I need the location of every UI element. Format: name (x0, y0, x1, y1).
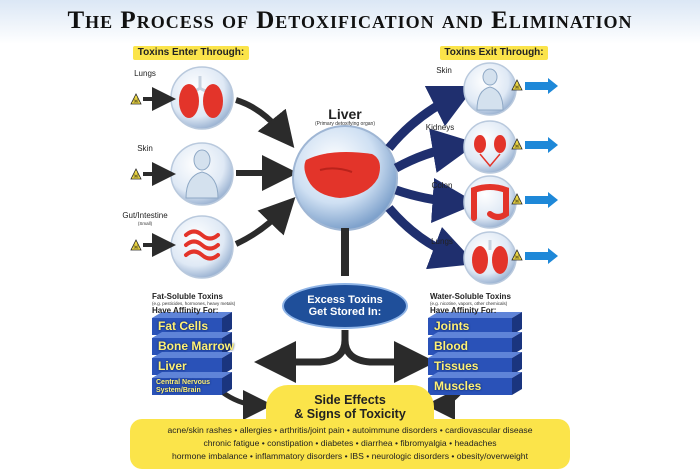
fat-soluble-affinity-heading: Have Affinity For: (152, 306, 219, 315)
body-icon (476, 68, 504, 111)
water-item-joints: Joints (434, 319, 470, 333)
water-soluble-stack (428, 312, 522, 395)
fat-soluble-stack (152, 312, 232, 395)
liver-label: Liver (328, 106, 362, 122)
side-effects-line2: & Signs of Toxicity (294, 407, 406, 421)
svg-text:☠: ☠ (514, 253, 520, 261)
entry-organ-gut-note: (Small) (137, 221, 153, 226)
fat-item-fat-cells: Fat Cells (158, 319, 209, 333)
svg-text:☠: ☠ (514, 197, 520, 205)
exit-organ-kidneys-label: Kidneys (425, 123, 455, 132)
svg-text:☠: ☠ (514, 83, 520, 91)
fat-item-liver: Liver (158, 359, 187, 373)
entry-organ-lungs-label: Lungs (134, 69, 156, 78)
water-item-muscles: Muscles (434, 379, 482, 393)
symptom-line-1: acne/skin rashes • allergies • arthritis… (167, 425, 533, 435)
excess-toxins-line2: Get Stored In: (308, 306, 382, 318)
side-effects-line1: Side Effects (314, 393, 386, 407)
body-icon (185, 149, 219, 199)
entry-organ-skin-label: Skin (137, 144, 153, 153)
hazard-icon: ☠ (130, 168, 142, 180)
exit-colon-orb (463, 175, 517, 229)
symptom-line-3: hormone imbalance • inflammatory disorde… (172, 451, 528, 461)
svg-text:☠: ☠ (133, 97, 139, 105)
liver-orb (292, 125, 398, 231)
hazard-icon: ☠ (130, 93, 142, 105)
entry-gut-orb (170, 215, 234, 279)
excess-toxins-oval: Excess Toxins Get Stored In: (282, 283, 408, 329)
lungs-icon (472, 240, 508, 274)
side-effects-heading: Side Effects & Signs of Toxicity (266, 385, 434, 429)
kidneys-icon (474, 135, 506, 168)
symptom-line-2: chronic fatigue • constipation • diabete… (203, 438, 497, 448)
hazard-icon: ☠ (511, 249, 523, 261)
toxins-enter-label: Toxins Enter Through: (133, 46, 249, 60)
svg-text:☠: ☠ (133, 172, 139, 180)
lungs-icon (179, 76, 223, 118)
intestine-icon (184, 229, 220, 261)
water-item-blood: Blood (434, 339, 468, 353)
liver-note: (Primary detoxifying organ) (314, 121, 376, 127)
excess-toxins-line1: Excess Toxins (307, 294, 383, 306)
fat-item-cns-line1: Central Nervous (156, 379, 211, 386)
page-title: The Process of Detoxification and Elimin… (0, 0, 700, 44)
entry-lungs-orb (170, 66, 234, 130)
exit-kidneys-orb (463, 120, 517, 174)
hazard-icon: ☠ (511, 138, 523, 150)
water-soluble-heading: Water-Soluble Toxins (430, 292, 511, 301)
exit-organ-colon-label: Colon (431, 181, 453, 190)
water-soluble-affinity-heading: Have Affinity For: (430, 306, 497, 315)
liver-icon (304, 152, 380, 198)
water-soluble-note: (e.g. nicotine, vapors, other chemicals) (430, 301, 508, 306)
fat-item-bone-marrow: Bone Marrow (158, 339, 235, 353)
svg-text:☠: ☠ (133, 243, 139, 251)
fat-soluble-heading: Fat-Soluble Toxins (152, 292, 223, 301)
fat-item-central-nervous: Central Nervous System/Brain (156, 379, 210, 395)
exit-skin-orb (463, 62, 517, 116)
fat-soluble-note: (e.g. pesticides, hormones, heavy metals… (152, 301, 236, 306)
exit-lungs-orb (463, 231, 517, 285)
water-item-tissues: Tissues (434, 359, 479, 373)
entry-organ-gut-label: Gut/Intestine (122, 211, 168, 220)
exit-organ-skin-label: Skin (436, 66, 452, 75)
toxins-exit-label: Toxins Exit Through: (440, 46, 548, 60)
hazard-icon: ☠ (130, 239, 142, 251)
colon-icon (471, 184, 509, 221)
entry-skin-orb (170, 142, 234, 206)
fat-item-cns-line2: System/Brain (156, 387, 201, 394)
svg-text:☠: ☠ (514, 142, 520, 150)
hazard-icon: ☠ (511, 79, 523, 91)
hazard-icon: ☠ (511, 193, 523, 205)
exit-organ-lungs-label: Lungs (431, 237, 453, 246)
